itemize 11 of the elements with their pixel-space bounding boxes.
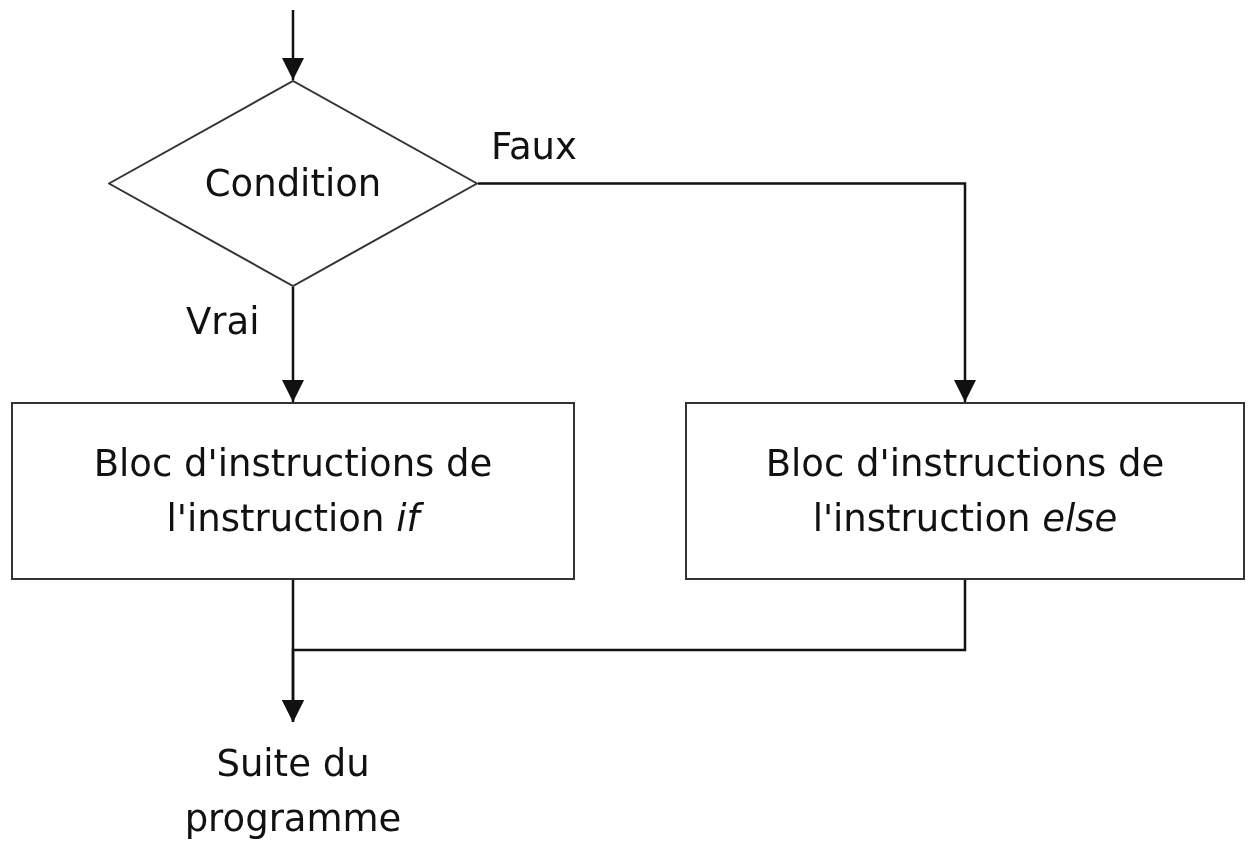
arrow xyxy=(282,580,967,722)
terminal-text: Suite du programme xyxy=(183,740,403,842)
arrow xyxy=(478,182,976,402)
arrow xyxy=(282,10,304,80)
arrow xyxy=(282,287,304,402)
process-box xyxy=(685,402,1245,580)
process-box xyxy=(11,402,575,580)
process-text: Bloc d'instructions de l'instruction if xyxy=(92,440,494,542)
condition-text: Condition xyxy=(204,160,382,207)
decision-diamond xyxy=(108,80,478,287)
process-text: Bloc d'instructions de l'instruction else xyxy=(764,440,1166,542)
